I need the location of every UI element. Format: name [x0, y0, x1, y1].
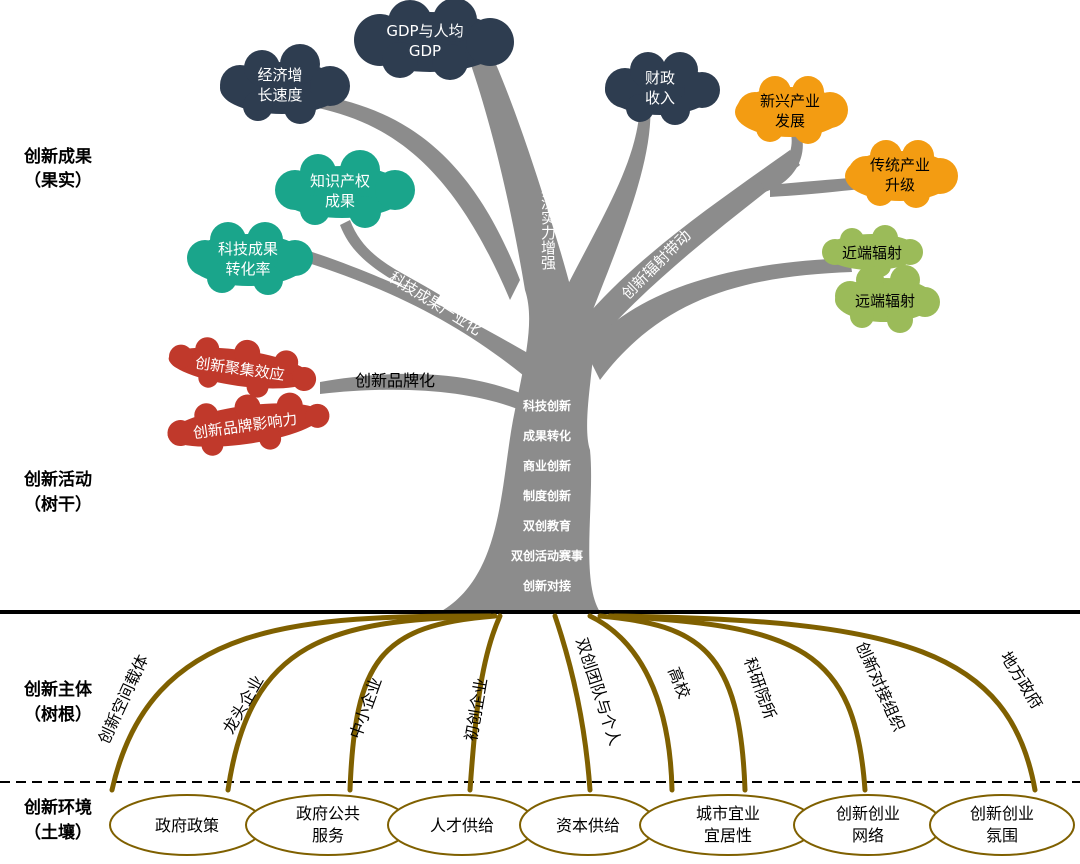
- soil-label: 创新创业: [970, 804, 1034, 823]
- svg-text:发展: 发展: [775, 112, 805, 130]
- root-label: 双创团队与个人: [572, 635, 625, 747]
- svg-text:创新环境: 创新环境: [23, 797, 92, 818]
- soil-label: 政府政策: [155, 816, 219, 835]
- soil-label: 网络: [852, 826, 884, 845]
- branch-label-economy: 经济实力增强: [539, 180, 557, 271]
- cloud-intellectual-property: 知识产权 成果: [275, 150, 415, 228]
- cloud-brand-influence: 创新品牌影响力: [167, 392, 330, 456]
- cloud-traditional-upgrade: 传统产业 升级: [845, 140, 958, 208]
- cloud-emerging-industries: 新兴产业 发展: [735, 76, 848, 144]
- trunk-item: 双创教育: [523, 518, 571, 533]
- trunk-item: 制度创新: [523, 488, 571, 503]
- soil-label: 城市宜业: [696, 804, 760, 823]
- svg-text:科技成果产业化: 科技成果产业化: [386, 268, 485, 339]
- branch-label-brand: 创新品牌化: [355, 371, 435, 390]
- layer-label-trunk: 创新活动 （树干）: [23, 469, 92, 515]
- roots: [109, 613, 1038, 793]
- cloud-far-radiation: 远端辐射: [835, 265, 940, 333]
- layer-label-fruit: 创新成果 （果实）: [23, 146, 92, 191]
- soil-label: 人才供给: [430, 816, 494, 835]
- layer-label-roots: 创新主体 （树根）: [23, 679, 93, 725]
- svg-text:GDP: GDP: [409, 42, 441, 60]
- svg-text:转化率: 转化率: [225, 260, 270, 278]
- svg-text:（树干）: （树干）: [24, 494, 92, 515]
- cloud-conversion-rate: 科技成果 转化率: [187, 222, 313, 295]
- trunk-item: 创新对接: [522, 578, 571, 593]
- tree-trunk: [300, 62, 870, 612]
- svg-text:（树根）: （树根）: [24, 704, 92, 725]
- cloud-cluster-effect: 创新聚集效应: [168, 337, 317, 398]
- root-label: 高校: [664, 664, 694, 701]
- cloud-fiscal-revenue: 财政 收入: [605, 52, 720, 125]
- svg-text:新兴产业: 新兴产业: [760, 92, 820, 110]
- svg-text:科技成果: 科技成果: [218, 240, 278, 258]
- root-label: 地方政府: [997, 648, 1047, 712]
- trunk-item: 双创活动赛事: [511, 548, 583, 563]
- root-label: 创新对接组织: [852, 639, 908, 734]
- soil-label: 资本供给: [556, 816, 620, 835]
- svg-text:传统产业: 传统产业: [870, 156, 930, 174]
- cloud-gdp: GDP与人均 GDP: [354, 0, 514, 80]
- branch-label-tech: 科技成果产业化: [386, 268, 485, 339]
- root-label: 科研院所: [740, 655, 780, 722]
- svg-text:远端辐射: 远端辐射: [855, 292, 915, 310]
- root-labels: 创新空间载体 龙头企业 中小企业 初创企业 双创团队与个人 高校 科研院所 创新…: [94, 635, 1046, 747]
- svg-text:创新主体: 创新主体: [23, 679, 93, 700]
- svg-text:（果实）: （果实）: [24, 170, 92, 191]
- svg-text:成果: 成果: [325, 192, 355, 210]
- layer-label-soil: 创新环境 （土壤）: [23, 797, 92, 843]
- root-label: 创新空间载体: [94, 652, 152, 747]
- svg-text:经济增: 经济增: [257, 66, 302, 84]
- svg-text:财政: 财政: [645, 69, 675, 87]
- soil-labels: 政府政策 政府公共 服务 人才供给 资本供给 城市宜业 宜居性 创新创业 网络 …: [155, 804, 1034, 845]
- svg-text:近端辐射: 近端辐射: [842, 244, 902, 262]
- cloud-economic-growth: 经济增 长速度: [220, 44, 350, 124]
- soil-items: [109, 794, 1075, 856]
- trunk-item: 科技创新: [523, 398, 571, 413]
- svg-text:GDP与人均: GDP与人均: [386, 22, 463, 40]
- svg-text:创新成果: 创新成果: [23, 146, 92, 167]
- svg-text:（土壤）: （土壤）: [24, 822, 92, 843]
- soil-oval: [929, 794, 1075, 856]
- svg-text:长速度: 长速度: [257, 86, 302, 104]
- trunk-item: 成果转化: [523, 428, 571, 443]
- trunk-item: 商业创新: [523, 458, 571, 473]
- soil-label: 氛围: [986, 826, 1018, 845]
- trunk-items: 科技创新 成果转化 商业创新 制度创新 双创教育 双创活动赛事 创新对接: [511, 398, 583, 593]
- svg-text:创新活动: 创新活动: [23, 469, 92, 490]
- cloud-near-radiation: 近端辐射: [822, 225, 923, 277]
- root-label: 初创企业: [461, 676, 491, 742]
- soil-label: 政府公共: [296, 804, 360, 823]
- soil-label: 创新创业: [836, 804, 900, 823]
- svg-text:升级: 升级: [885, 176, 915, 194]
- svg-text:收入: 收入: [645, 89, 675, 107]
- root-label: 中小企业: [346, 675, 386, 742]
- soil-label: 服务: [312, 826, 344, 845]
- svg-text:知识产权: 知识产权: [310, 172, 370, 190]
- soil-label: 宜居性: [704, 826, 752, 845]
